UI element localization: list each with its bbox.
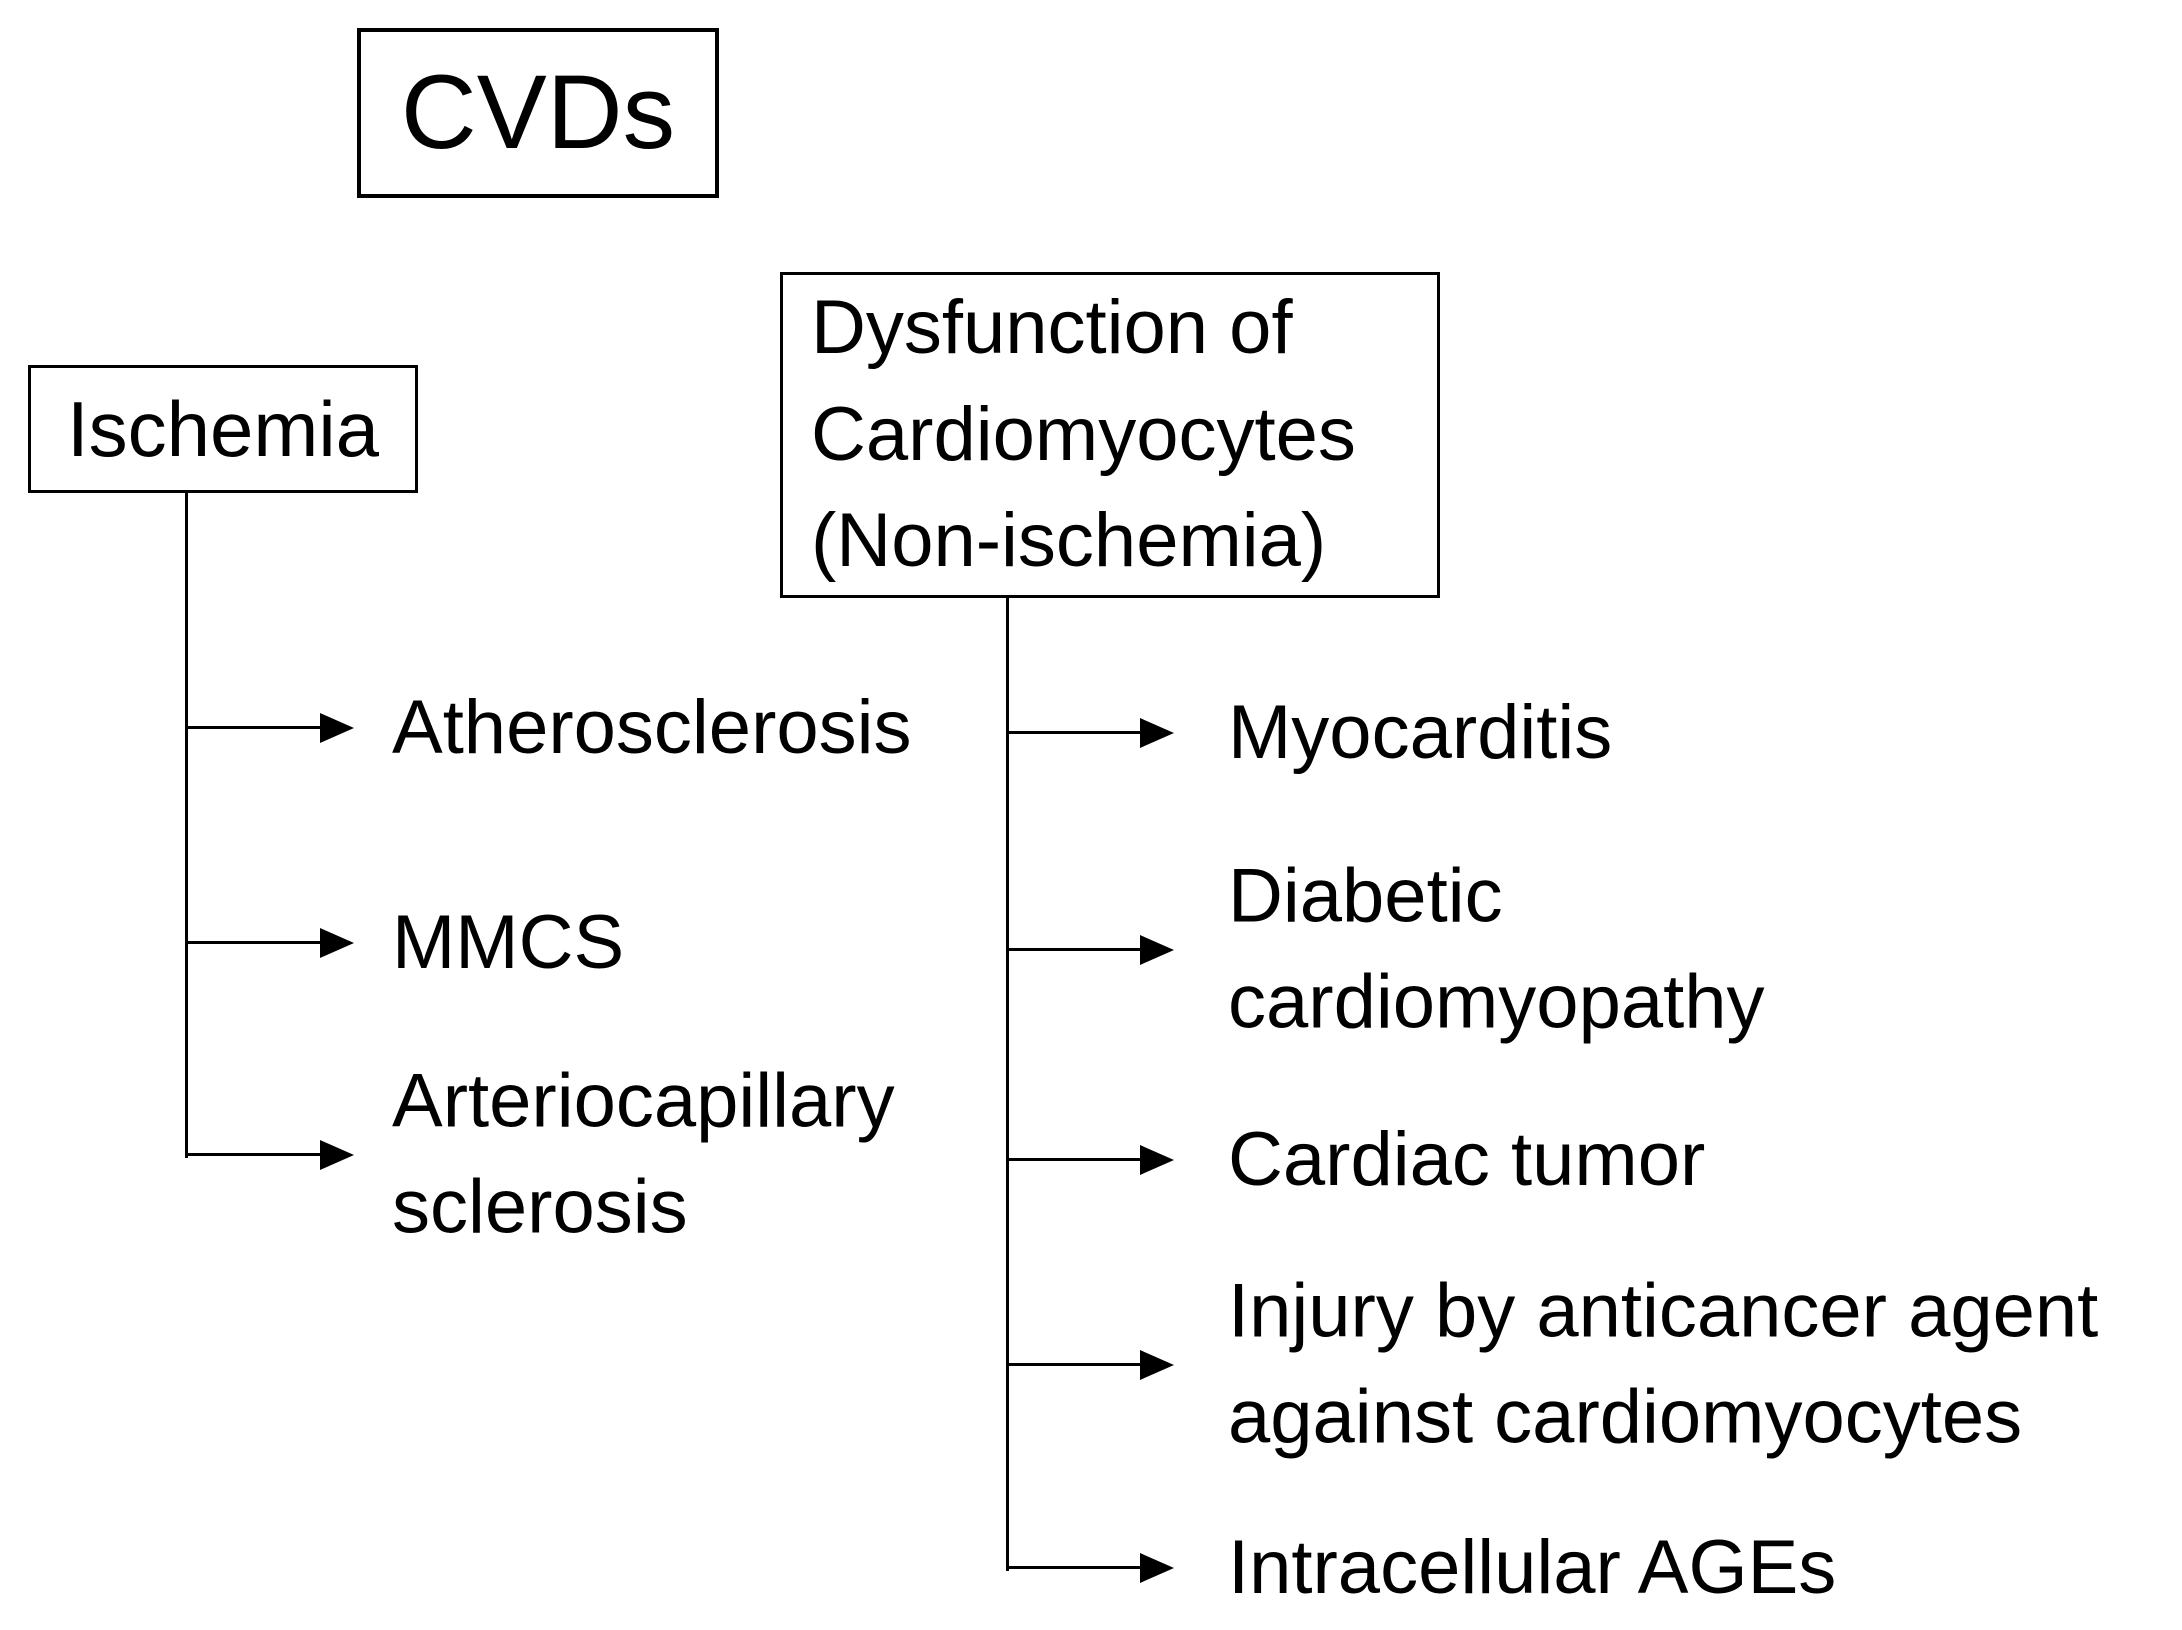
leaf-label-mmcs: MMCS [392,899,625,985]
arrow-line [185,726,320,729]
dysfunction-branch-connector-line [1006,598,1009,1571]
arrow-line [185,941,320,944]
leaf-label-injury-anticancer-agent: Injury by anticancer agent against cardi… [1228,1268,2099,1460]
ischemia-node-box: Ischemia [28,365,418,493]
arrow-line [1006,1566,1140,1569]
arrowhead-icon [1140,1553,1174,1583]
arrow-line [1006,731,1140,734]
arrowhead-icon [1140,935,1174,965]
leaf-label-cardiac-tumor: Cardiac tumor [1228,1116,1706,1202]
dysfunction-node-box: Dysfunction of Cardiomyocytes (Non-ische… [780,272,1440,598]
leaf-label-myocarditis: Myocarditis [1228,689,1613,775]
arrow-line [1006,948,1140,951]
arrowhead-icon [320,713,354,743]
cvds-node-box: CVDs [357,28,719,198]
arrow-line [185,1153,320,1156]
arrowhead-icon [320,928,354,958]
leaf-label-arteriocapillary-sclerosis: Arteriocapillary sclerosis [392,1058,895,1250]
ischemia-branch-connector-line [185,493,188,1158]
dysfunction-node-label: Dysfunction of Cardiomyocytes (Non-ische… [811,285,1356,584]
ischemia-node-label: Ischemia [66,384,380,473]
leaf-label-atherosclerosis: Atherosclerosis [392,684,912,770]
cvds-node-label: CVDs [400,54,676,171]
arrowhead-icon [320,1140,354,1170]
arrowhead-icon [1140,1145,1174,1175]
leaf-label-intracellular-ages: Intracellular AGEs [1228,1524,1837,1610]
arrow-line [1006,1363,1140,1366]
leaf-label-diabetic-cardiomyopathy: Diabetic cardiomyopathy [1228,853,1765,1045]
arrowhead-icon [1140,718,1174,748]
arrowhead-icon [1140,1350,1174,1380]
arrow-line [1006,1158,1140,1161]
